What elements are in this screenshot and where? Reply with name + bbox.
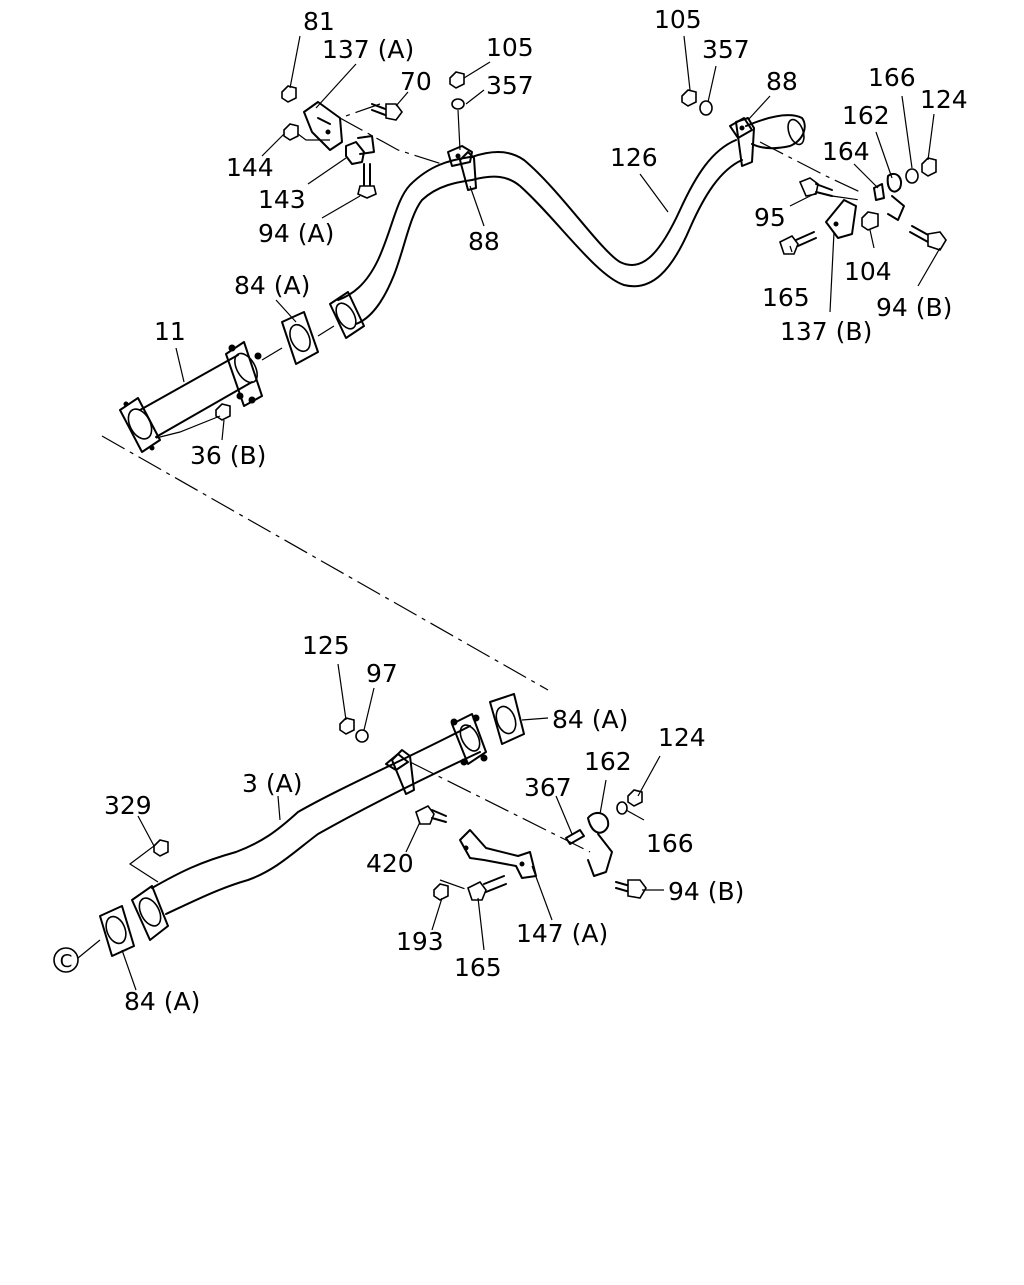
hanger-143: [345, 135, 375, 165]
callout-126: 126: [610, 143, 658, 172]
pipe-11: [119, 341, 263, 453]
pipe-126: [329, 114, 806, 339]
callout-165-mid: 165: [454, 953, 502, 982]
reference-mark-c: C: [53, 947, 79, 973]
nut-104: [861, 211, 879, 231]
callout-81: 81: [303, 7, 335, 36]
callout-137b: 137 (B): [780, 317, 872, 346]
bracket-147a: [459, 829, 537, 879]
callout-104: 104: [844, 257, 892, 286]
callout-124-mid: 124: [658, 723, 706, 752]
reference-mark-c-label: C: [60, 951, 73, 972]
callout-36b: 36 (B): [190, 441, 266, 470]
bolt-165-mid: [467, 875, 507, 901]
nut-144: [283, 123, 299, 141]
nut-193: [433, 883, 449, 901]
callout-193: 193: [396, 927, 444, 956]
nut-81: [281, 85, 297, 103]
stud-line-top: [457, 109, 461, 151]
callout-3a: 3 (A): [242, 769, 302, 798]
callout-94b-top: 94 (B): [876, 293, 952, 322]
callout-329: 329: [104, 791, 152, 820]
gasket-84a-bottom: [99, 905, 135, 957]
nut-329: [153, 839, 169, 857]
callout-84a-top: 84 (A): [234, 271, 310, 300]
washer-166-top: [905, 168, 919, 184]
callout-166-mid: 166: [646, 829, 694, 858]
callout-164: 164: [822, 137, 870, 166]
callout-95: 95: [754, 203, 786, 232]
clamp-88-right: [729, 117, 755, 167]
washer-97: [355, 729, 369, 743]
callout-357-right: 357: [702, 35, 750, 64]
bolt-70: [371, 103, 403, 121]
leader-lines: [77, 35, 941, 991]
callout-166-top: 166: [868, 63, 916, 92]
washer-166-mid: [616, 801, 628, 815]
callout-162-mid: 162: [584, 747, 632, 776]
callout-125: 125: [302, 631, 350, 660]
bushing-162-mid: [587, 811, 613, 877]
bolt-95: [798, 177, 833, 197]
callout-420: 420: [366, 849, 414, 878]
callout-94a: 94 (A): [258, 219, 334, 248]
callout-84a-mid: 84 (A): [552, 705, 628, 734]
callout-105-top: 105: [486, 33, 534, 62]
pin-367: [565, 829, 585, 845]
callout-84a-bottom: 84 (A): [124, 987, 200, 1016]
bolt-94b-mid: [615, 879, 647, 899]
nut-105-top: [449, 71, 465, 89]
spacer-164: [873, 183, 885, 201]
callout-124-top: 124: [920, 85, 968, 114]
bolt-94a: [357, 163, 377, 199]
callout-367: 367: [524, 773, 572, 802]
nut-105-right: [681, 89, 697, 107]
callout-105-right: 105: [654, 5, 702, 34]
callout-97: 97: [366, 659, 398, 688]
bolt-420: [415, 804, 447, 825]
washer-357-top: [451, 98, 465, 110]
callout-165-top: 165: [762, 283, 810, 312]
alignment-lines: [101, 103, 861, 891]
callout-94b-mid: 94 (B): [668, 877, 744, 906]
nut-125: [339, 717, 355, 735]
bushing-162-top: [886, 172, 905, 221]
callout-70: 70: [400, 67, 432, 96]
gasket-84a-top: [281, 311, 319, 365]
nut-36b: [215, 403, 231, 421]
callout-137a: 137 (A): [322, 35, 414, 64]
callout-357-top: 357: [486, 71, 534, 100]
nut-124-top: [921, 157, 937, 177]
bolt-165-top: [779, 231, 817, 255]
callout-144: 144: [226, 153, 274, 182]
callout-11: 11: [154, 317, 186, 346]
callout-88-left: 88: [468, 227, 500, 256]
callout-143: 143: [258, 185, 306, 214]
callout-labels: 81 137 (A) 70 144 143 94 (A) 105 357 88 …: [104, 5, 968, 1016]
pipe-3a: [131, 713, 488, 941]
bracket-137a: [303, 101, 343, 151]
callout-88-right: 88: [766, 67, 798, 96]
bracket-137b: [825, 199, 857, 239]
callout-162-top: 162: [842, 101, 890, 130]
clamp-3a: [385, 749, 415, 795]
washer-357-right: [699, 100, 713, 116]
callout-147a: 147 (A): [516, 919, 608, 948]
bolt-94b-top: [909, 225, 947, 251]
gasket-84a-mid: [489, 693, 525, 745]
